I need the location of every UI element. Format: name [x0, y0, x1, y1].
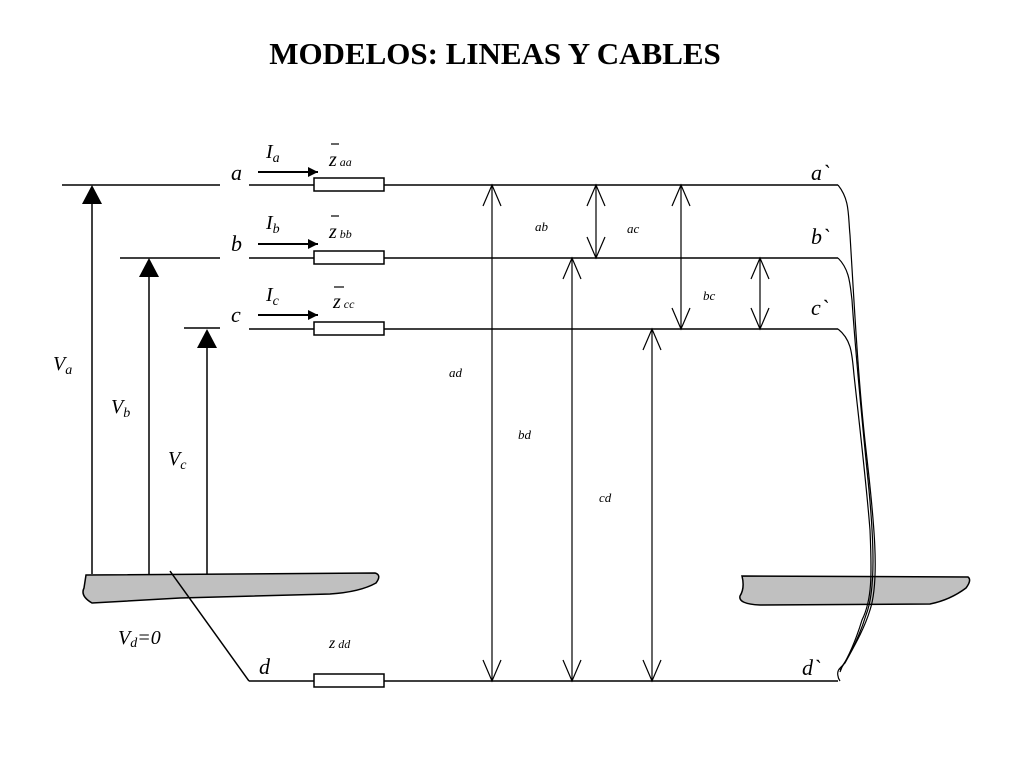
- mutual-label-ad: ad: [449, 365, 463, 380]
- voltage-label-a: Va: [53, 353, 72, 378]
- voltage-arrow-b: [139, 258, 159, 574]
- mutual-arrow-bc: [750, 256, 770, 331]
- node-label-a-end: a`: [811, 160, 830, 185]
- mutual-arrow-ac: [671, 183, 691, 331]
- return-wire-a: [837, 184, 876, 669]
- mutual-label-cd: cd: [599, 490, 612, 505]
- ground-right: [739, 575, 971, 606]
- node-label-a: a: [231, 160, 242, 185]
- mutual-arrow-bd: [562, 256, 582, 683]
- mutual-label-ab: ab: [535, 219, 549, 234]
- page-title: MODELOS: LINEAS Y CABLES: [269, 36, 721, 71]
- node-label-c: c: [231, 302, 241, 327]
- impedance-aa: [313, 177, 385, 192]
- current-label-b: Ib: [265, 212, 280, 237]
- svg-text:zdd: zdd: [328, 635, 351, 652]
- mutual-arrow-ab: [586, 183, 606, 260]
- neutral-link: [169, 570, 250, 682]
- current-label-c: Ic: [265, 284, 280, 309]
- node-label-c-end: c`: [811, 295, 829, 320]
- voltage-label-b: Vb: [111, 396, 130, 421]
- svg-text:zaa: zaa: [328, 149, 352, 171]
- voltage-label-d: Vd=0: [118, 627, 161, 651]
- return-wire-c: [837, 328, 872, 673]
- voltage-arrow-c: [197, 329, 217, 574]
- node-label-d-end: d`: [802, 655, 821, 680]
- impedance-dd: [313, 673, 385, 688]
- voltage-arrow-a: [82, 185, 102, 574]
- return-wire-end: [837, 667, 841, 682]
- mutual-label-bd: bd: [518, 427, 532, 442]
- voltage-label-c: Vc: [168, 448, 187, 473]
- svg-text:zcc: zcc: [332, 291, 355, 313]
- return-wire-b: [837, 257, 874, 671]
- ground-left: [82, 572, 380, 604]
- mutual-label-ac: ac: [627, 221, 640, 236]
- mutual-arrow-cd: [642, 327, 662, 683]
- impedance-cc: [313, 321, 385, 336]
- svg-text:zbb: zbb: [328, 221, 352, 243]
- mutual-arrow-ad: [482, 183, 502, 683]
- node-label-d: d: [259, 654, 271, 679]
- current-label-a: Ia: [265, 141, 280, 166]
- node-label-b: b: [231, 231, 242, 256]
- mutual-label-bc: bc: [703, 288, 716, 303]
- impedance-bb: [313, 250, 385, 265]
- node-label-b-end: b`: [811, 224, 830, 249]
